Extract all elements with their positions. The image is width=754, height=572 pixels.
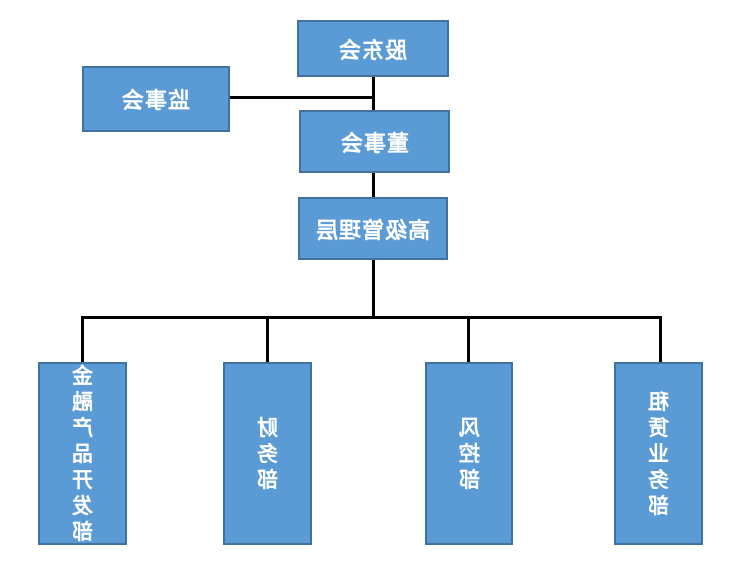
org-node-dept-financial-product-dev: 金融产品开发部 [38, 362, 127, 545]
connector-drop-dept-1 [81, 316, 84, 362]
org-node-label: 高级管理层 [315, 218, 431, 244]
org-node-label: 董事会 [339, 131, 409, 157]
org-node-dept-leasing-business: 租赁业务部 [614, 362, 703, 545]
org-node-supervisors: 监事会 [82, 66, 230, 132]
org-node-dept-risk-control: 风控部 [425, 362, 513, 545]
connector-drop-dept-3 [467, 316, 470, 362]
connector-board-senior [372, 173, 375, 197]
connector-drop-dept-4 [659, 316, 662, 362]
connector-drop-dept-2 [266, 316, 269, 362]
org-node-senior-management: 高级管理层 [298, 197, 448, 260]
connector-senior-departments [372, 260, 375, 317]
org-node-label: 股东会 [338, 38, 408, 64]
org-node-board: 董事会 [299, 110, 450, 173]
org-node-label: 财务部 [257, 415, 278, 492]
org-node-label: 金融产品开发部 [72, 363, 93, 544]
org-node-label: 租赁业务部 [648, 389, 669, 518]
org-node-dept-finance: 财务部 [223, 362, 312, 545]
org-node-shareholders: 股东会 [297, 20, 449, 77]
connector-supervisors-branch [230, 96, 374, 99]
org-node-label: 监事会 [121, 89, 191, 114]
connector-departments-bus [81, 316, 662, 319]
org-node-label: 风控部 [458, 415, 480, 492]
connector-shareholders-board [372, 77, 375, 110]
